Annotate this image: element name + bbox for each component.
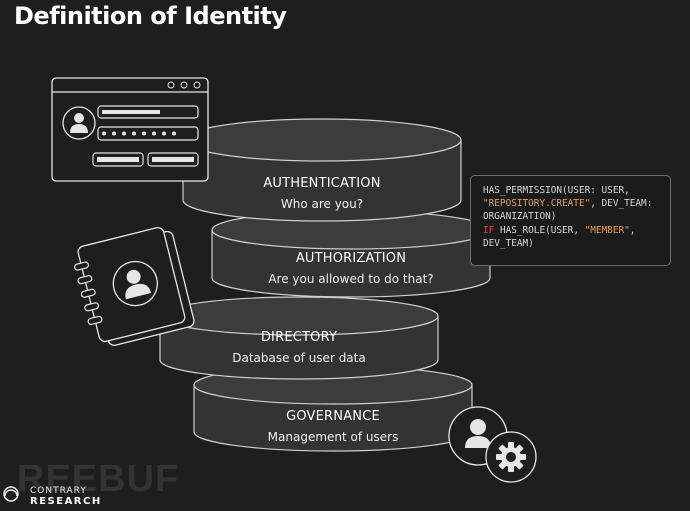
governance-layer: GOVERNANCE Management of users: [233, 409, 433, 444]
code-keyword: IF: [483, 224, 495, 236]
user-icon: [62, 106, 96, 140]
directory-cylinder: [159, 296, 439, 380]
layer-description: Who are you?: [280, 197, 364, 211]
contrary-logo-icon: [3, 486, 19, 502]
code-line: DEV_TEAM): [483, 237, 534, 249]
layer-description: Are you allowed to do that?: [268, 272, 434, 286]
address-book-icon: [74, 226, 195, 346]
code-string: "REPOSITORY.CREATE": [483, 198, 591, 210]
page-title: Definition of Identity: [14, 2, 287, 30]
code-string: "MEMBER": [584, 224, 630, 236]
brand-name-bottom: RESEARCH: [30, 496, 102, 507]
directory-layer: DIRECTORY Database of user data: [199, 330, 399, 365]
authentication-layer: AUTHENTICATION Who are you?: [222, 176, 422, 211]
authorization-layer: AUTHORIZATION Are you allowed to do that…: [251, 251, 451, 286]
gear-icon: [485, 431, 537, 483]
code-snippet: HAS_PERMISSION(USER: USER,"REPOSITORY.CR…: [470, 175, 671, 266]
code-line: IF HAS_ROLE(USER, "MEMBER",: [483, 224, 660, 237]
code-line: "REPOSITORY.CREATE", DEV_TEAM:: [483, 197, 660, 210]
code-line: ORGANIZATION): [483, 211, 557, 223]
watermark-text: REEBUF: [17, 458, 180, 500]
code-text: ,: [629, 224, 636, 236]
code-line: HAS_PERMISSION(USER: USER,: [483, 185, 630, 196]
brand-name-top: CONTRARY: [30, 486, 87, 496]
layer-name: DIRECTORY: [260, 330, 338, 345]
login-window-illustration: [51, 77, 209, 182]
code-text: HAS_ROLE(USER,: [494, 224, 585, 236]
code-text: , DEV_TEAM:: [590, 198, 653, 210]
layer-description: Database of user data: [232, 351, 366, 365]
layer-description: Management of users: [267, 430, 399, 444]
layer-name: GOVERNANCE: [286, 409, 380, 424]
layer-name: AUTHORIZATION: [295, 251, 407, 266]
layer-name: AUTHENTICATION: [263, 176, 381, 191]
